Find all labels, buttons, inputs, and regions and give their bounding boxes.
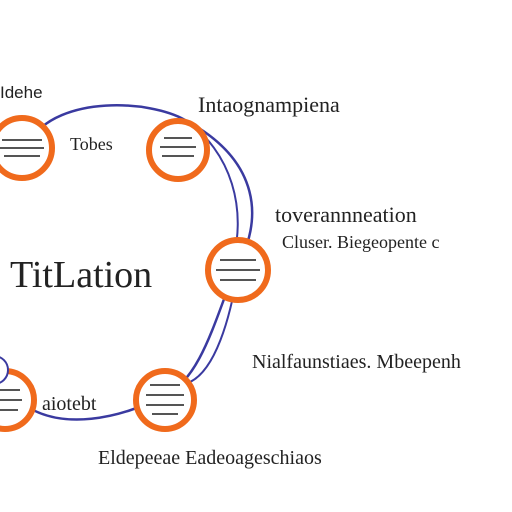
annotation-bottom: Eldepeeae Eadeoageschiaos [98,447,322,469]
annotation-right-2: Cluser. Biegeopente c [282,232,439,252]
node-2-glyph-lines [160,137,196,157]
diagram-title: TitLation [10,254,152,296]
annotation-top-right: Intaognampiena [198,92,340,117]
node-6 [0,356,9,384]
node-4 [133,368,197,432]
annotation-lower-right: Nialfaunstiaes. Mbeepenh [252,351,461,373]
annotation-right-1: toverannneation [275,202,417,227]
node-2 [146,118,210,182]
annotation-top-left: Idehe [0,83,43,102]
node-1 [0,115,55,181]
node-4-label: aiotebt [42,393,97,415]
node-3 [205,237,271,303]
node-1-label: Tobes [70,134,113,154]
node-4-glyph-lines [146,384,184,415]
node-1-glyph-lines [0,139,44,157]
node-3-glyph-lines [216,259,260,281]
node-5-glyph-lines [0,389,22,411]
